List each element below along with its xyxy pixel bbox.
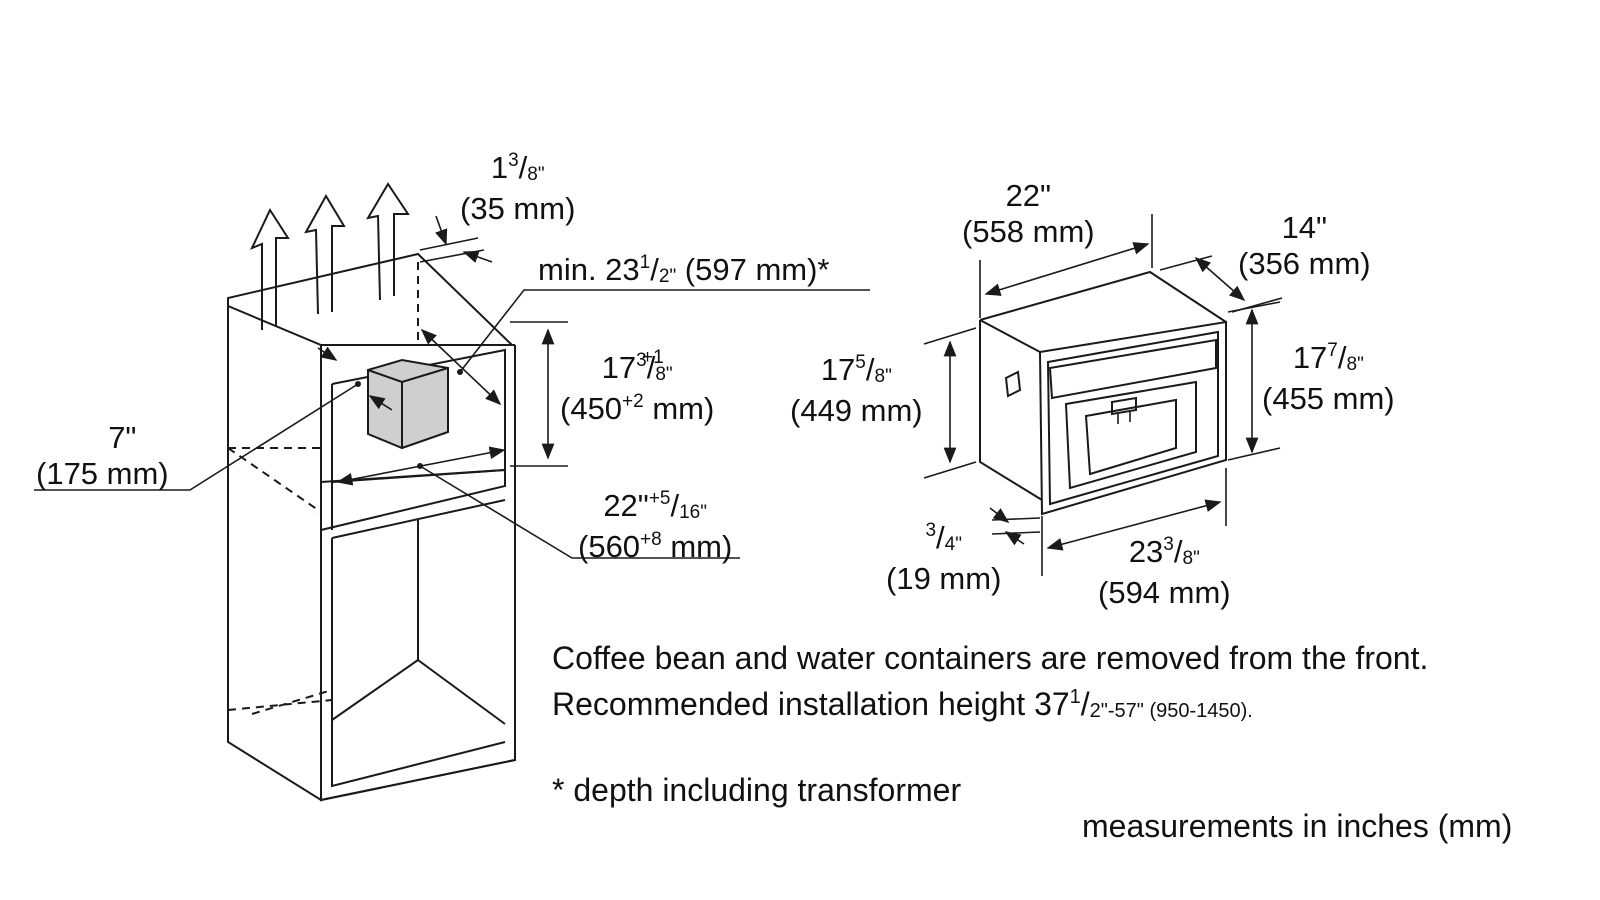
appliance-width-label: 22" (558 mm) (962, 178, 1095, 249)
niche-height-label: 173/8" (450+2 mm) (560, 350, 715, 426)
cabinet-dimension-lines (34, 215, 870, 559)
body-height-label: 175/8" (449 mm) (790, 352, 923, 428)
niche-height-tolerance: +1 (642, 347, 664, 368)
appliance-drawing (979, 270, 1227, 516)
side-clearance-label: 7" (175 mm) (36, 420, 169, 491)
min-depth-label: min. 231/2" (597 mm)* (538, 252, 830, 287)
gap-dimension-label: 13/8" (35 mm) (460, 150, 576, 226)
appliance-depth-label: 14" (356 mm) (1238, 210, 1371, 281)
front-height-label: 177/8" (455 mm) (1262, 340, 1395, 416)
niche-width-label: 22"+5/16" (560+8 mm) (578, 488, 733, 564)
note-installation-height: Recommended installation height 371/2"-5… (552, 686, 1253, 722)
appliance-dimension-lines (923, 214, 1283, 576)
footnote-depth: * depth including transformer (552, 772, 962, 808)
front-width-label: 233/8" (594 mm) (1098, 534, 1231, 610)
cabinet-drawing (227, 252, 516, 802)
units-note: measurements in inches (mm) (1082, 808, 1513, 844)
airflow-arrows-icon (250, 182, 410, 330)
note-containers: Coffee bean and water containers are rem… (552, 640, 1429, 676)
front-thickness-label: 3/4" (19 mm) (886, 520, 1002, 596)
